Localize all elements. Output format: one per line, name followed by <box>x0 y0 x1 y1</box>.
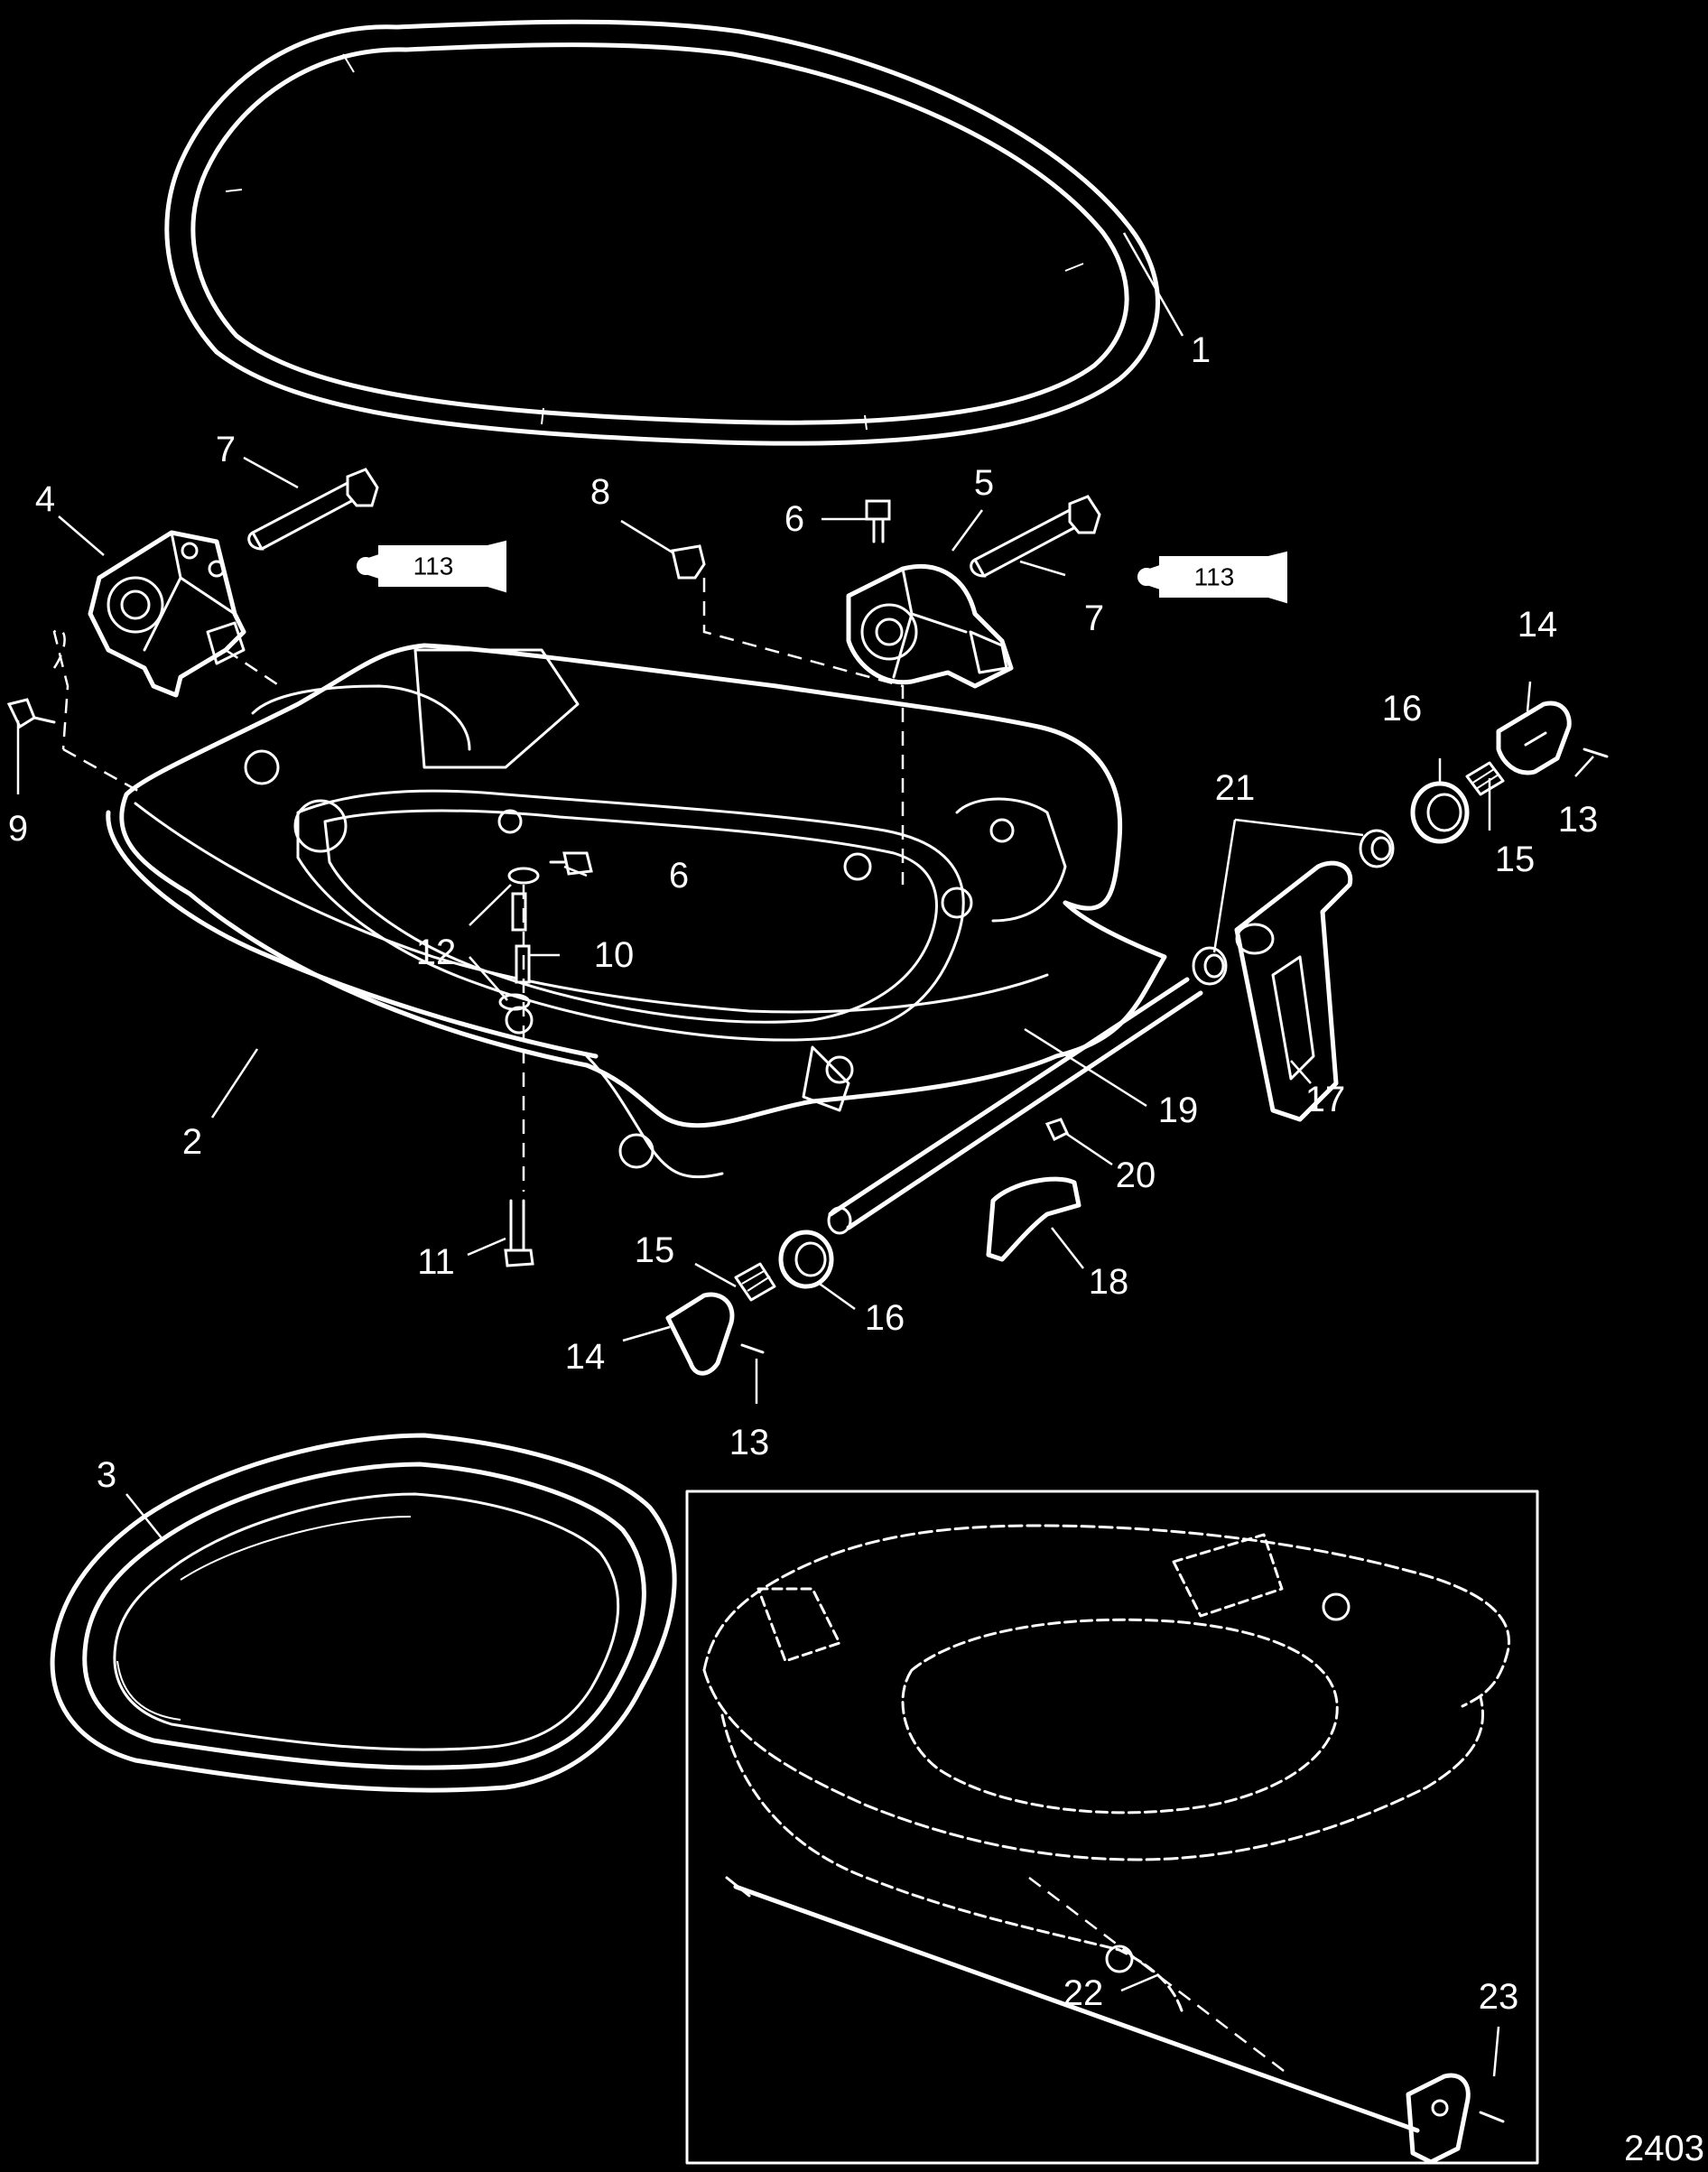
spring-15-lower <box>734 1262 776 1302</box>
mount-block-right <box>846 563 1014 689</box>
callout-15-right: 15 <box>1495 840 1536 879</box>
callout-2: 2 <box>182 1122 202 1162</box>
callout-14-lower: 14 <box>565 1337 606 1377</box>
handle-14-lower <box>665 1292 735 1376</box>
screw-6-top <box>865 499 891 543</box>
rod-19 <box>827 977 1203 1235</box>
callout-9: 9 <box>8 809 28 849</box>
sealant-tube-right-label: 113 <box>1194 563 1235 591</box>
assembly-lines <box>52 578 905 1192</box>
seal-ring-top <box>164 19 1160 446</box>
callout-10: 10 <box>594 935 635 975</box>
callout-6-top: 6 <box>784 499 804 539</box>
callout-21: 21 <box>1215 768 1256 808</box>
sealant-tube-left: 113 <box>357 540 506 593</box>
bushing-21 <box>1192 829 1395 986</box>
callout-7-left: 7 <box>216 430 236 469</box>
figure-number: 2403 <box>1624 2129 1704 2168</box>
lever-17 <box>1234 860 1353 1122</box>
bolt-right <box>970 495 1101 578</box>
callout-14-right: 14 <box>1518 605 1558 645</box>
callout-13-lower: 13 <box>729 1423 770 1462</box>
screw-9 <box>6 698 56 729</box>
bolt-left <box>247 468 379 551</box>
handle-14-right <box>1496 701 1572 775</box>
callout-labels: 1 2 3 4 5 6 6 7 7 8 9 10 11 12 13 13 14 … <box>8 330 1704 2168</box>
callout-20: 20 <box>1116 1156 1156 1195</box>
bolt-11 <box>504 1199 534 1267</box>
callout-5: 5 <box>974 463 994 503</box>
callout-23: 23 <box>1479 1977 1519 2017</box>
inset-panel <box>685 1490 1539 2165</box>
callout-1: 1 <box>1191 330 1211 370</box>
leader-lines <box>16 232 1594 2077</box>
latch-18 <box>986 1176 1081 1262</box>
callout-11: 11 <box>417 1242 455 1282</box>
callout-3: 3 <box>97 1455 116 1495</box>
callout-12: 12 <box>416 933 457 972</box>
ring-12 <box>498 867 540 1011</box>
plug-8 <box>671 544 706 580</box>
lower-cowl-tray <box>106 643 1167 1179</box>
callout-18: 18 <box>1089 1262 1129 1302</box>
callout-16-right: 16 <box>1382 689 1423 729</box>
sealant-tube-right: 113 <box>1137 551 1287 604</box>
pin-10 <box>511 892 531 984</box>
spring-15-right <box>1465 761 1505 796</box>
screw-20 <box>1044 1118 1069 1142</box>
callout-16-lower: 16 <box>865 1298 905 1338</box>
sealant-tube-left-label: 113 <box>413 552 454 580</box>
callout-22: 22 <box>1063 1973 1104 2013</box>
callout-15-lower: 15 <box>635 1230 675 1270</box>
callout-7-right: 7 <box>1084 599 1104 638</box>
callout-8: 8 <box>590 472 610 512</box>
pin-13-lower <box>740 1343 765 1354</box>
mount-block-left <box>88 530 246 698</box>
callout-17: 17 <box>1305 1080 1346 1119</box>
pin-13-right <box>1583 747 1609 758</box>
callout-13-right: 13 <box>1558 800 1599 840</box>
bushing-16-lower <box>778 1230 834 1289</box>
callout-19: 19 <box>1158 1091 1199 1130</box>
seal-ring-bottom <box>50 1433 677 1793</box>
callout-6-mid: 6 <box>669 856 689 896</box>
callout-4: 4 <box>35 479 55 519</box>
bushing-16-right <box>1410 781 1470 844</box>
screw-6-mid <box>549 851 593 876</box>
